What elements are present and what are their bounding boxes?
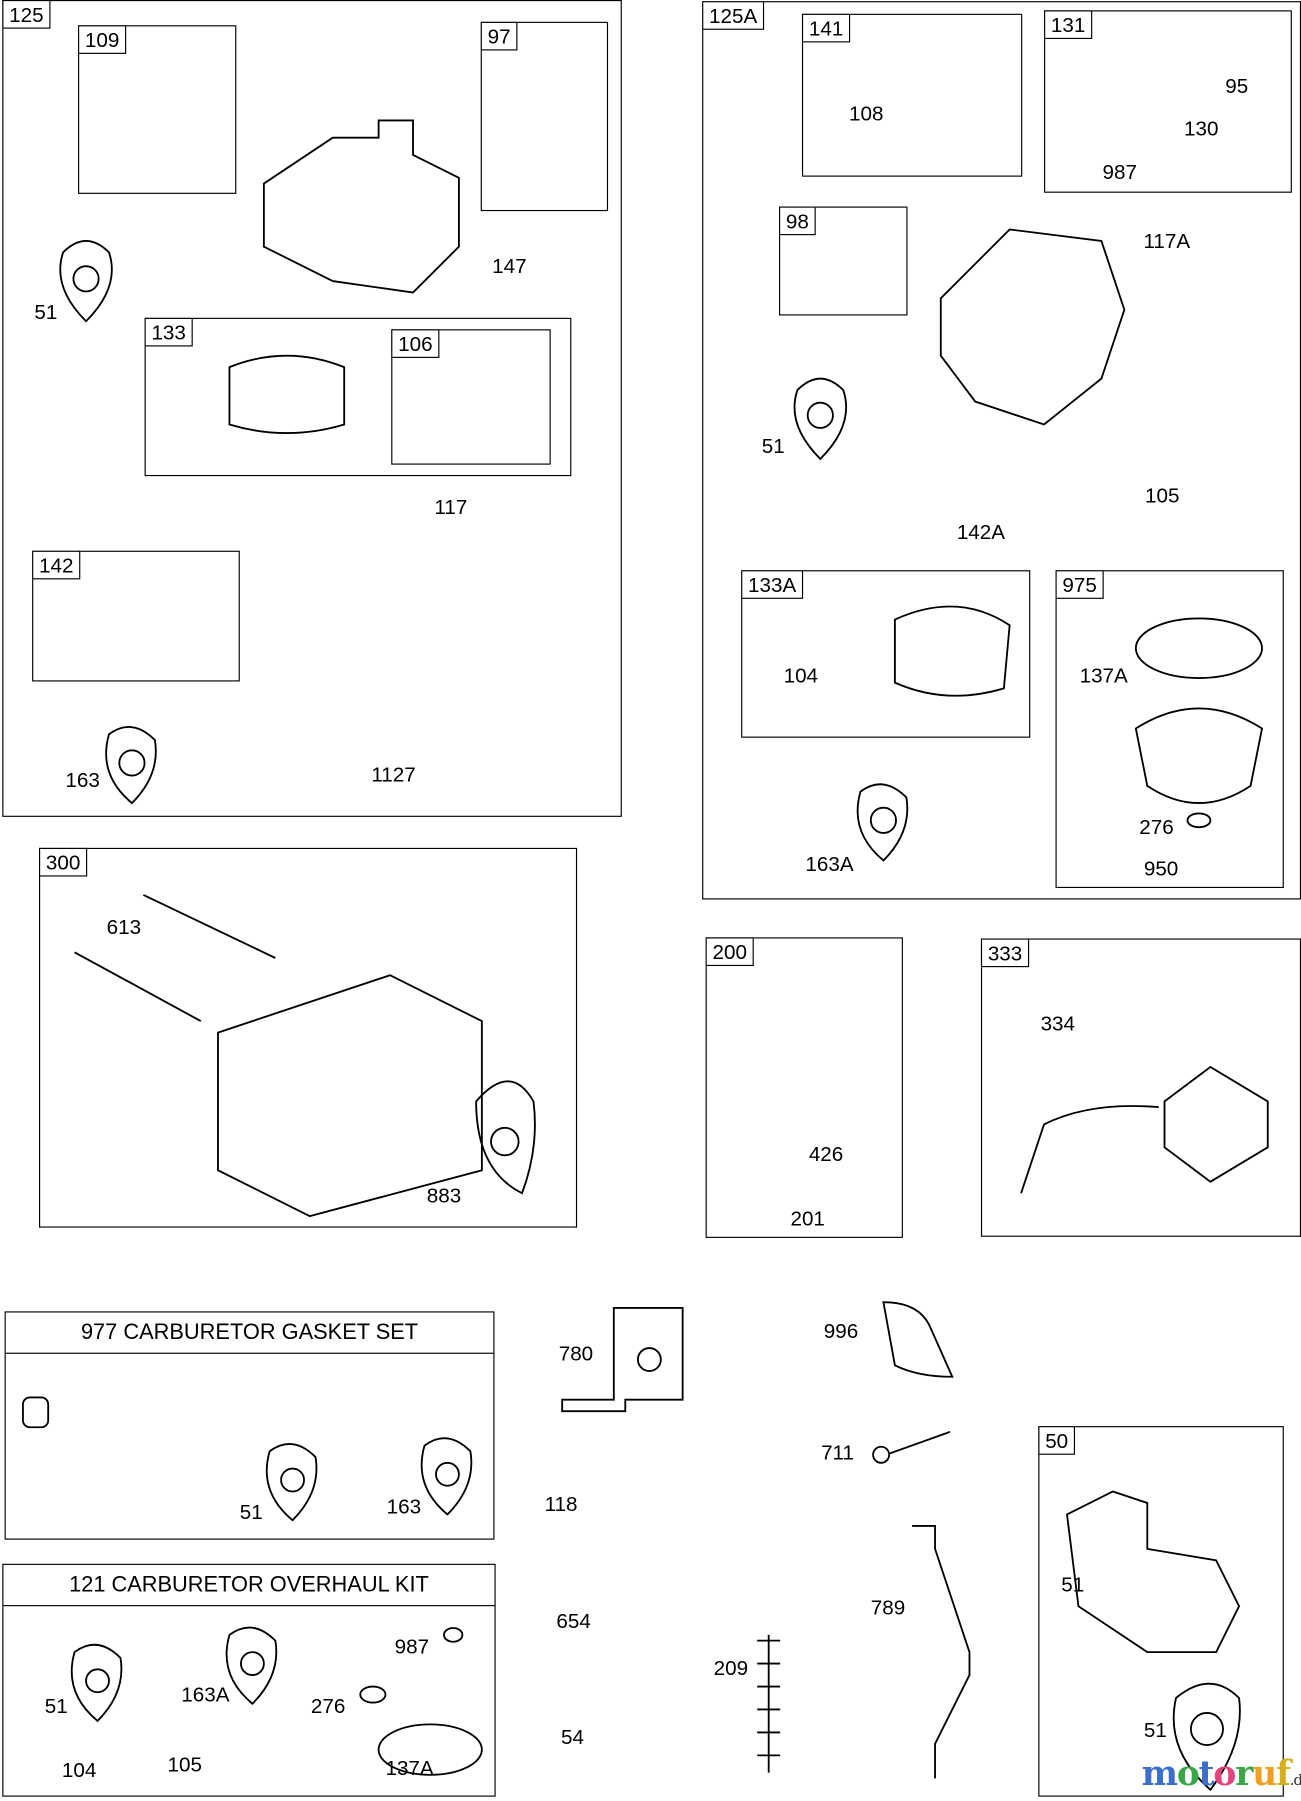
- group-975: 975: [1055, 570, 1284, 889]
- group-98: 98: [779, 206, 908, 316]
- group-106: 106: [391, 329, 551, 465]
- group-125A: 125A: [702, 1, 1301, 900]
- ref-131: 131: [1044, 10, 1093, 40]
- callout-117: 117: [434, 495, 468, 519]
- callout-950: 950: [1143, 857, 1179, 880]
- shield-996: [882, 1301, 954, 1378]
- callout-147: 147: [492, 254, 527, 278]
- callout-105: 105: [167, 1753, 202, 1777]
- callout-613: 613: [106, 915, 142, 939]
- callout-54: 54: [561, 1725, 584, 1749]
- group-50: 50: [1038, 1426, 1284, 1797]
- callout-51: 51: [1061, 1572, 1085, 1596]
- callout-163A: 163A: [805, 852, 854, 876]
- callout-51: 51: [239, 1500, 263, 1524]
- ref-50: 50: [1038, 1426, 1076, 1455]
- callout-711: 711: [821, 1441, 854, 1464]
- callout-276: 276: [310, 1694, 346, 1718]
- ref-333: 333: [980, 938, 1030, 968]
- callout-142A: 142A: [956, 520, 1006, 544]
- spring-209: [757, 1634, 781, 1773]
- ref-109: 109: [78, 25, 127, 54]
- ref-133: 133: [144, 317, 193, 347]
- callout-334: 334: [1040, 1011, 1076, 1035]
- ref-125: 125: [2, 0, 51, 29]
- ref-200: 200: [705, 937, 754, 967]
- callout-117A: 117A: [1143, 229, 1191, 253]
- group-300: 300: [39, 847, 578, 1228]
- group-333: 333: [980, 938, 1301, 1237]
- group-133A: 133A: [741, 570, 1031, 738]
- ref-133A: 133A: [741, 570, 804, 599]
- callout-163: 163: [386, 1494, 422, 1518]
- callout-130: 130: [1183, 117, 1219, 140]
- callout-426: 426: [808, 1142, 844, 1166]
- ref-97: 97: [480, 21, 518, 51]
- ref-98: 98: [779, 206, 816, 236]
- watermark-logo: motoruf.de: [1142, 1755, 1301, 1794]
- group-131: 131: [1044, 10, 1292, 193]
- harness-789: [912, 1524, 971, 1779]
- callout-51: 51: [34, 300, 58, 324]
- group-97: 97: [480, 21, 609, 212]
- ref-106: 106: [391, 329, 440, 358]
- ref-141: 141: [801, 13, 851, 43]
- callout-118: 118: [544, 1492, 578, 1516]
- callout-105: 105: [1144, 484, 1180, 508]
- group-133: 133: [144, 317, 572, 477]
- ref-975: 975: [1055, 570, 1104, 599]
- callout-163: 163: [65, 768, 100, 792]
- callout-987: 987: [1102, 160, 1138, 184]
- callout-137A: 137A: [1079, 664, 1128, 688]
- callout-104: 104: [61, 1758, 97, 1782]
- bracket-hole: [636, 1347, 662, 1372]
- kit-121-overhaul-kit: 121 CARBURETOR OVERHAUL KIT: [2, 1563, 496, 1797]
- kit-title: 121 CARBURETOR OVERHAUL KIT: [3, 1565, 495, 1607]
- callout-51: 51: [761, 434, 785, 458]
- callout-789: 789: [870, 1595, 906, 1619]
- group-125: 125: [2, 0, 622, 817]
- callout-987: 987: [394, 1634, 430, 1658]
- callout-276: 276: [1139, 815, 1174, 839]
- group-142: 142: [32, 550, 240, 682]
- screw-711: [888, 1430, 951, 1455]
- kit-977-gasket-set: 977 CARBURETOR GASKET SET: [4, 1311, 495, 1540]
- ref-142: 142: [32, 550, 81, 580]
- ref-125A: 125A: [702, 1, 765, 30]
- callout-104: 104: [783, 664, 819, 688]
- callout-163A: 163A: [181, 1683, 230, 1707]
- ref-300: 300: [39, 847, 88, 877]
- group-109: 109: [78, 25, 237, 194]
- callout-883: 883: [426, 1184, 462, 1207]
- callout-201: 201: [790, 1206, 825, 1230]
- callout-1127: 1127: [371, 762, 416, 786]
- callout-51: 51: [1143, 1718, 1167, 1742]
- callout-996: 996: [823, 1319, 859, 1343]
- group-141: 141: [801, 13, 1023, 177]
- callout-137A: 137A: [385, 1756, 434, 1780]
- kit-title: 977 CARBURETOR GASKET SET: [5, 1313, 494, 1354]
- callout-51: 51: [44, 1694, 68, 1718]
- callout-654: 654: [556, 1609, 591, 1633]
- group-200: 200: [705, 937, 903, 1238]
- screw-head-711: [872, 1445, 891, 1464]
- callout-780: 780: [558, 1342, 594, 1366]
- callout-108: 108: [848, 102, 884, 126]
- callout-95: 95: [1225, 74, 1249, 98]
- callout-209: 209: [713, 1656, 749, 1680]
- watermark-tld: .de: [1289, 1772, 1301, 1790]
